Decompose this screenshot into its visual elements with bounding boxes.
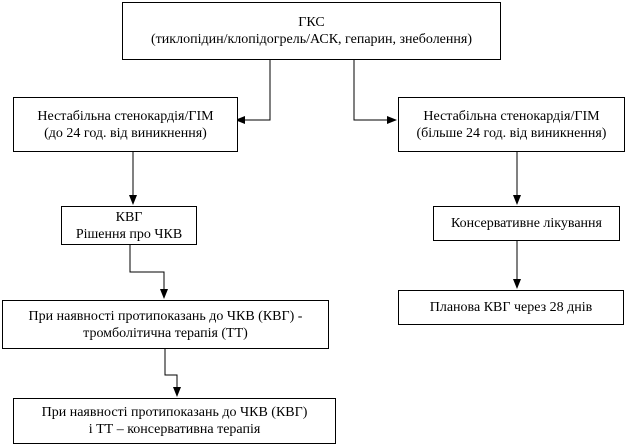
unstable-angina-late-timing: (більше 24 год. від виникнення) bbox=[416, 125, 607, 141]
unstable-angina-early-box: Нестабільна стенокардія/ГІМ (до 24 год. … bbox=[13, 97, 238, 152]
thrombolytic-therapy-box: При наявності протипоказань до ЧКВ (КВГ)… bbox=[2, 300, 329, 349]
arrow-acs-to-early bbox=[235, 60, 271, 124]
unstable-angina-early-title: Нестабільна стенокардія/ГІМ bbox=[37, 108, 214, 124]
acs-box: ГКС (тиклопідин/клопідогрель/АСК, гепари… bbox=[122, 2, 501, 60]
arrow-kvg-to-thrombolytic bbox=[129, 245, 168, 299]
conservative-treatment-label: Консервативне лікування bbox=[451, 216, 602, 231]
planned-kvg-label: Планова КВГ через 28 днів bbox=[429, 300, 593, 315]
kvg-decision-box: КВГ Рішення про ЧКВ bbox=[61, 206, 197, 245]
unstable-angina-late-title: Нестабільна стенокардія/ГІМ bbox=[423, 108, 600, 124]
conservative-treatment-box: Консервативне лікування bbox=[433, 206, 620, 241]
arrow-acs-to-late bbox=[353, 60, 397, 124]
conservative-final-box: При наявності протипоказань до ЧКВ (КВГ)… bbox=[13, 398, 336, 444]
unstable-angina-late-box: Нестабільна стенокардія/ГІМ (більше 24 г… bbox=[398, 97, 625, 152]
arrow-thrombolytic-to-final bbox=[164, 349, 181, 397]
unstable-angina-early-timing: (до 24 год. від виникнення) bbox=[44, 125, 207, 141]
acs-treatment: (тиклопідин/клопідогрель/АСК, гепарин, з… bbox=[151, 32, 472, 47]
kvg-decision-subtitle: Рішення про ЧКВ bbox=[75, 226, 183, 242]
thrombolytic-line-1: При наявності протипоказань до ЧКВ (КВГ)… bbox=[28, 308, 303, 324]
kvg-decision-title: КВГ bbox=[115, 209, 143, 225]
conservative-final-line-1: При наявності протипоказань до ЧКВ (КВГ) bbox=[41, 405, 308, 420]
conservative-final-line-2: і ТТ – консервативна терапія bbox=[88, 422, 261, 437]
acs-title: ГКС bbox=[298, 15, 325, 30]
planned-kvg-box: Планова КВГ через 28 днів bbox=[398, 290, 624, 325]
thrombolytic-line-2: тромболітична терапія (ТТ) bbox=[83, 325, 248, 341]
